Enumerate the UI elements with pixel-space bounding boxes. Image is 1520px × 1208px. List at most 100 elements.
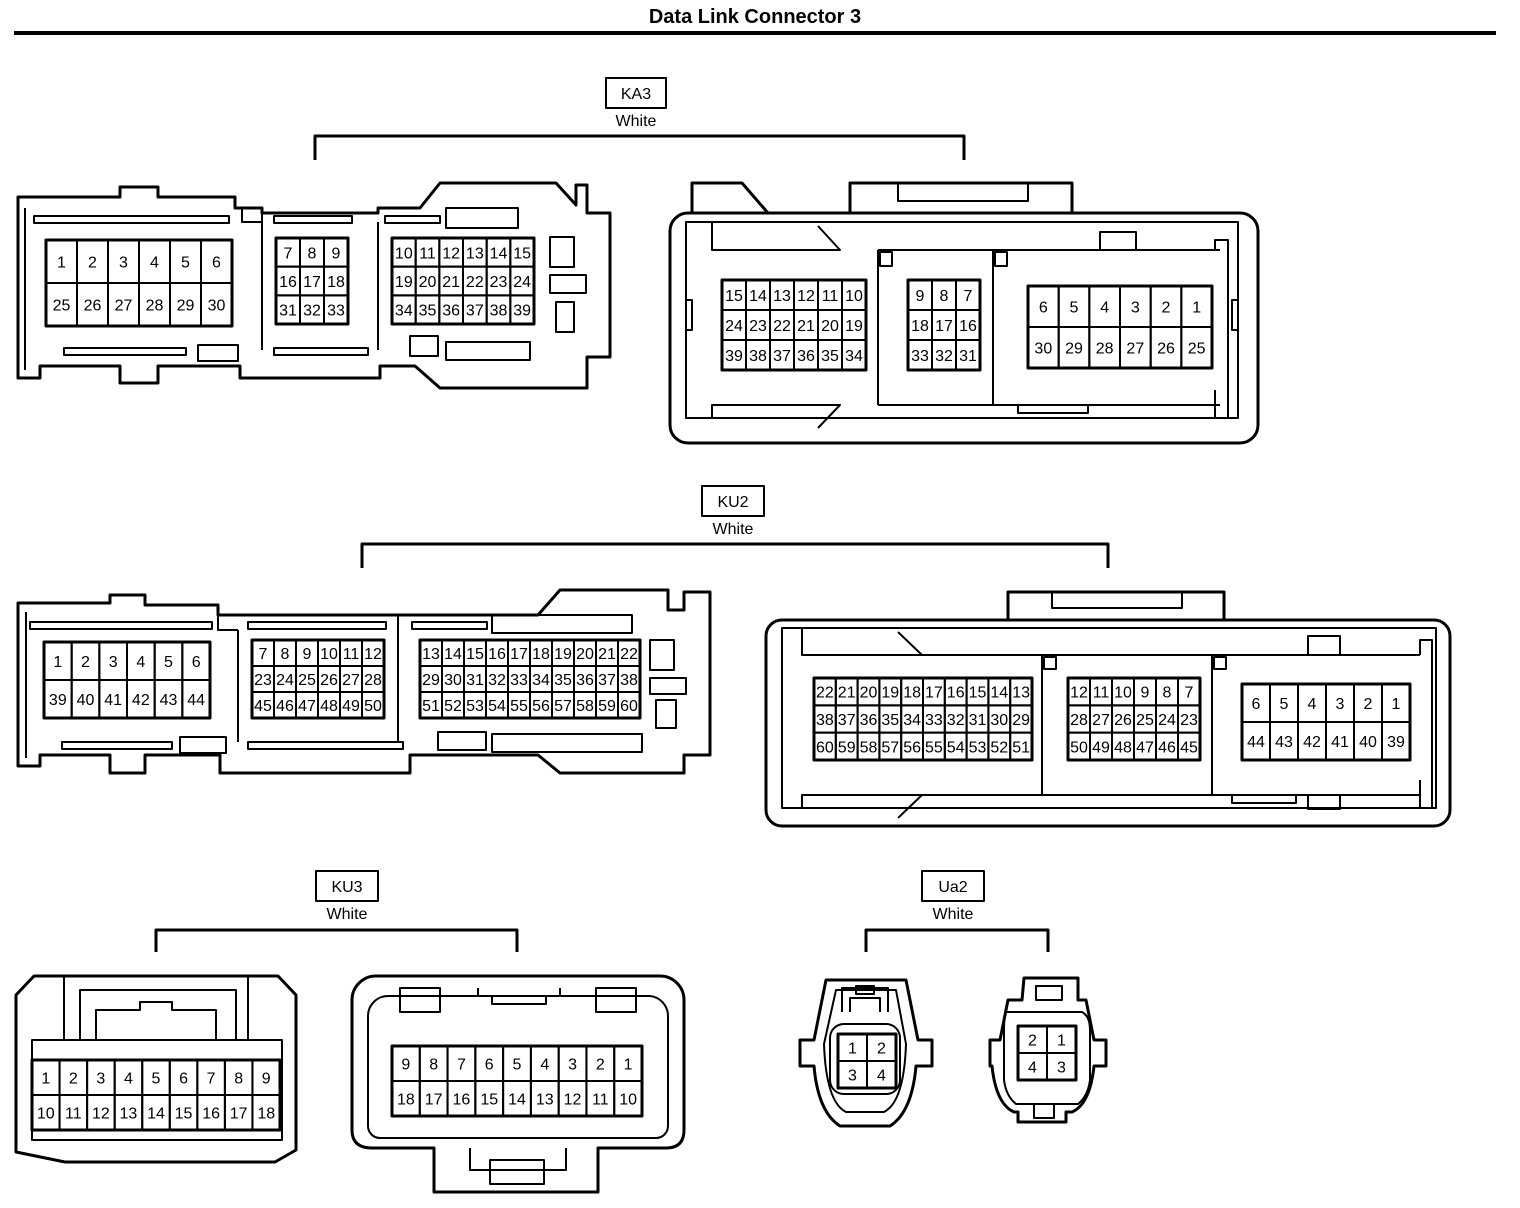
pin-number: 6 [1039, 300, 1048, 317]
pin-number: 14 [147, 1106, 165, 1123]
pin-number: 7 [1185, 685, 1194, 702]
pin-number: 9 [332, 245, 341, 262]
pin-number: 5 [513, 1057, 522, 1074]
pin-number: 15 [175, 1106, 193, 1123]
ku2-bracket [360, 542, 1110, 568]
pin-number: 4 [150, 255, 159, 272]
pin-number: 33 [911, 348, 929, 365]
pin-number: 48 [320, 698, 338, 715]
pin-number: 14 [508, 1092, 526, 1109]
pin-number: 11 [343, 646, 360, 663]
pin-number: 22 [620, 646, 638, 663]
pin-cell [509, 294, 536, 326]
pin-number: 11 [65, 1106, 82, 1123]
pin-number: 16 [202, 1106, 220, 1123]
pin-number: 37 [773, 348, 791, 365]
pin-number: 43 [1275, 734, 1293, 751]
pin-cell [866, 1060, 897, 1089]
pin-number: 46 [1158, 739, 1176, 756]
ku3-name-box [315, 870, 379, 902]
pin-number: 22 [773, 318, 791, 335]
ka3-plug-connector [16, 181, 612, 390]
pin-number: 51 [1012, 739, 1030, 756]
ua2-bracket [864, 928, 1050, 952]
pin-number: 47 [298, 698, 316, 715]
pin-number: 42 [132, 692, 150, 709]
pin-cell [251, 1094, 281, 1131]
pin-number: 13 [466, 245, 484, 262]
pin-number: 59 [598, 698, 616, 715]
pin-number: 20 [419, 274, 437, 291]
pin-number: 22 [816, 685, 834, 702]
pin-number: 16 [453, 1092, 471, 1109]
pin-number: 21 [797, 318, 815, 335]
pin-number: 5 [152, 1071, 161, 1088]
ku2-label-group: KU2 White [360, 485, 1110, 568]
pin-number: 34 [845, 348, 863, 365]
pin-number: 18 [257, 1106, 275, 1123]
pin-number: 16 [959, 318, 977, 335]
pin-number: 15 [466, 646, 484, 663]
pin-number: 1 [1192, 300, 1201, 317]
pin-cell [1381, 721, 1411, 761]
pin-number: 29 [177, 298, 195, 315]
pin-number: 52 [444, 698, 462, 715]
pin-number: 44 [1247, 734, 1265, 751]
pin-number: 26 [1114, 712, 1132, 729]
ka3-label-group: KA3 White [313, 77, 966, 160]
pin-number: 55 [510, 698, 528, 715]
pin-number: 33 [327, 303, 345, 320]
pin-number: 4 [1100, 300, 1109, 317]
ka3-name: KA3 [621, 86, 651, 103]
ku2-name-box [701, 485, 765, 517]
pin-number: 23 [749, 318, 767, 335]
pin-number: 60 [816, 739, 834, 756]
pin-number: 50 [364, 698, 382, 715]
pin-number: 15 [725, 288, 743, 305]
pin-number: 28 [146, 298, 164, 315]
pin-number: 12 [1070, 685, 1088, 702]
pin-number: 27 [1092, 712, 1110, 729]
pin-number: 14 [749, 288, 767, 305]
pin-number: 15 [513, 245, 531, 262]
pin-number: 5 [1070, 300, 1079, 317]
pin-number: 17 [425, 1092, 443, 1109]
pin-number: 35 [419, 303, 437, 320]
pin-number: 8 [1163, 685, 1172, 702]
pin-number: 34 [395, 303, 413, 320]
pin-number: 40 [1359, 734, 1377, 751]
pin-number: 34 [532, 672, 550, 689]
pin-number: 12 [797, 288, 815, 305]
pin-cell [200, 282, 233, 327]
pin-number: 38 [816, 712, 834, 729]
pin-number: 37 [598, 672, 616, 689]
pin-number: 2 [596, 1057, 605, 1074]
pin-number: 10 [845, 288, 863, 305]
ku2-jack-connector [764, 590, 1452, 828]
pin-number: 20 [576, 646, 594, 663]
ku3-label-group: KU3 White [154, 870, 519, 952]
pin-number: 7 [259, 646, 268, 663]
pin-number: 3 [109, 654, 118, 671]
pin-number: 59 [838, 739, 856, 756]
pin-number: 52 [990, 739, 1008, 756]
pin-number: 35 [881, 712, 899, 729]
pin-number: 25 [298, 672, 316, 689]
pin-number: 6 [192, 654, 201, 671]
pin-number: 27 [342, 672, 360, 689]
pin-number: 49 [1092, 739, 1110, 756]
pin-number: 18 [903, 685, 921, 702]
pin-cell [1046, 1052, 1077, 1081]
pin-number: 28 [1096, 341, 1114, 358]
pin-number: 37 [466, 303, 484, 320]
ku3-color: White [327, 906, 368, 923]
pin-number: 3 [848, 1068, 857, 1085]
pin-number: 47 [1136, 739, 1154, 756]
pin-number: 1 [624, 1057, 633, 1074]
pin-number: 25 [1188, 341, 1206, 358]
